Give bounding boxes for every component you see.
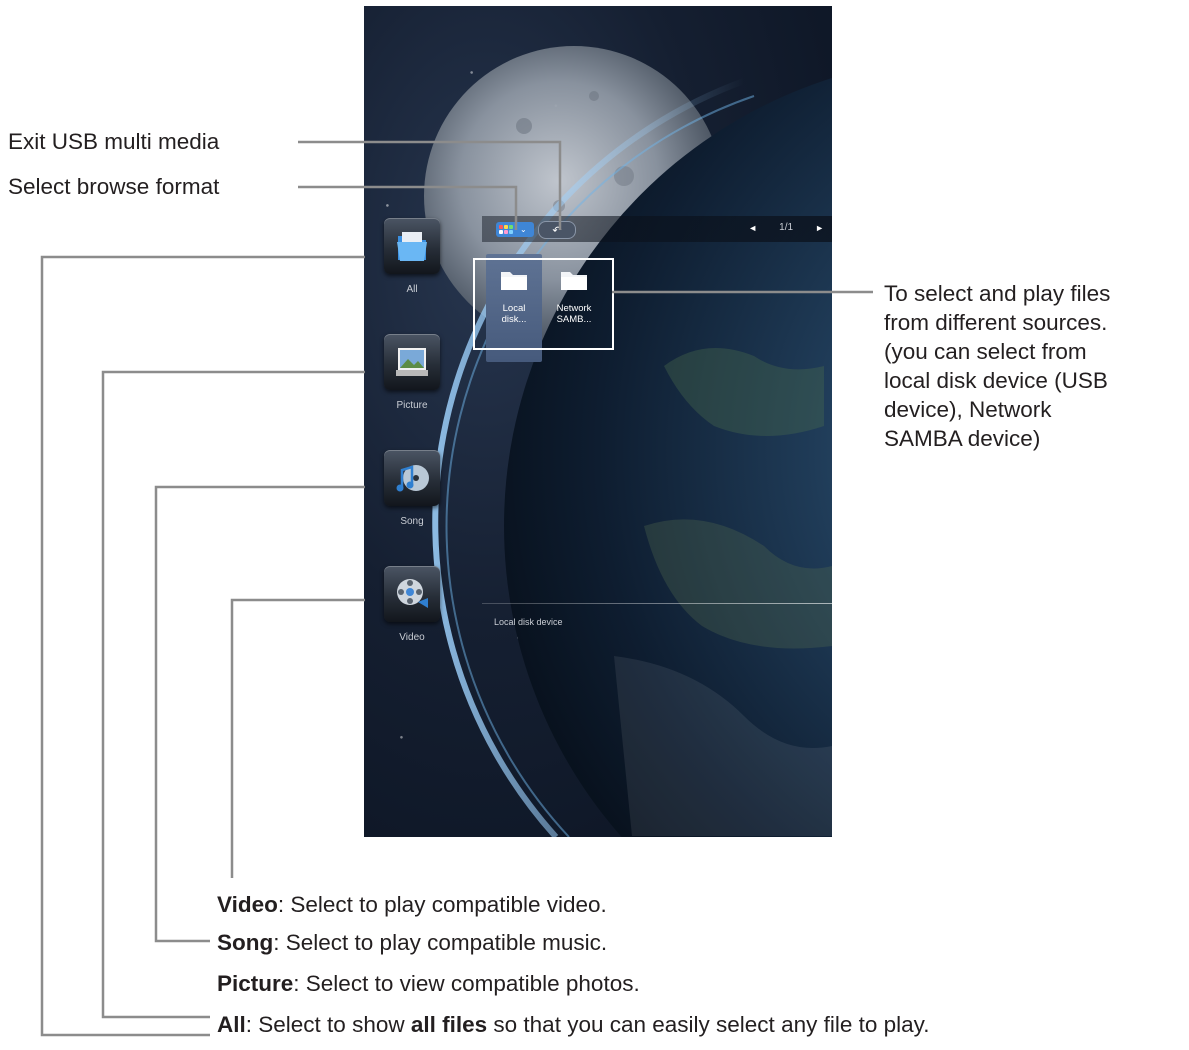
sidebar-item-picture[interactable]: Picture [380,334,444,411]
sidebar-item-all[interactable]: All [380,218,444,295]
leader-line-picture [101,370,365,1019]
source-label: Network SAMB... [556,303,592,325]
sidebar-item-label: All [406,284,418,295]
next-page-button[interactable]: ► [815,222,824,233]
callout-all: All: Select to show all files so that yo… [217,1012,930,1037]
music-disc-icon [384,450,440,506]
folder-icon [501,272,527,290]
callout-song: Song: Select to play compatible music. [217,930,608,955]
callout-browse: Select browse format [8,174,220,199]
toolbar: ⌄ ↶ ◄ 1/1 ► [482,216,832,242]
prev-page-button[interactable]: ◄ [748,222,758,233]
pager: ◄ 1/1 ► [748,222,824,233]
film-reel-icon [384,566,440,622]
sidebar-item-song[interactable]: Song [380,450,444,527]
current-device-label: Local disk device [494,617,563,627]
callout-picture: Picture: Select to view compatible photo… [217,971,640,996]
leader-line-all [40,255,365,1037]
callout-sources: To select and play files from different … [884,281,1111,451]
sidebar-item-label: Video [399,632,425,643]
return-arrow-icon: ↶ [552,224,562,237]
sidebar-item-label: Picture [396,400,428,411]
folder-icon [384,218,440,274]
page-indicator: 1/1 [779,222,794,233]
callout-exit: Exit USB multi media [8,129,220,154]
sources-callout-box [473,258,614,350]
source-label: Local disk... [501,303,527,325]
picture-icon [384,334,440,390]
exit-button[interactable]: ↶ [538,221,576,239]
divider [482,603,832,604]
leader-line-video [230,598,365,878]
sidebar-item-video[interactable]: Video [380,566,444,643]
source-local-disk[interactable]: Local disk... [488,268,540,325]
leader-line-song [154,485,365,943]
folder-icon [561,272,587,290]
chevron-down-icon: ⌄ [520,225,527,234]
earth-moon-wallpaper [424,46,832,837]
source-network-samba[interactable]: Network SAMB... [548,268,600,325]
selected-source-highlight [486,254,542,362]
callout-video: Video: Select to play compatible video. [217,892,607,917]
browse-format-button[interactable]: ⌄ [496,222,534,237]
grid-view-icon [496,222,518,237]
sidebar-item-label: Song [400,516,424,527]
media-player-screen: All Picture Song [364,6,832,837]
